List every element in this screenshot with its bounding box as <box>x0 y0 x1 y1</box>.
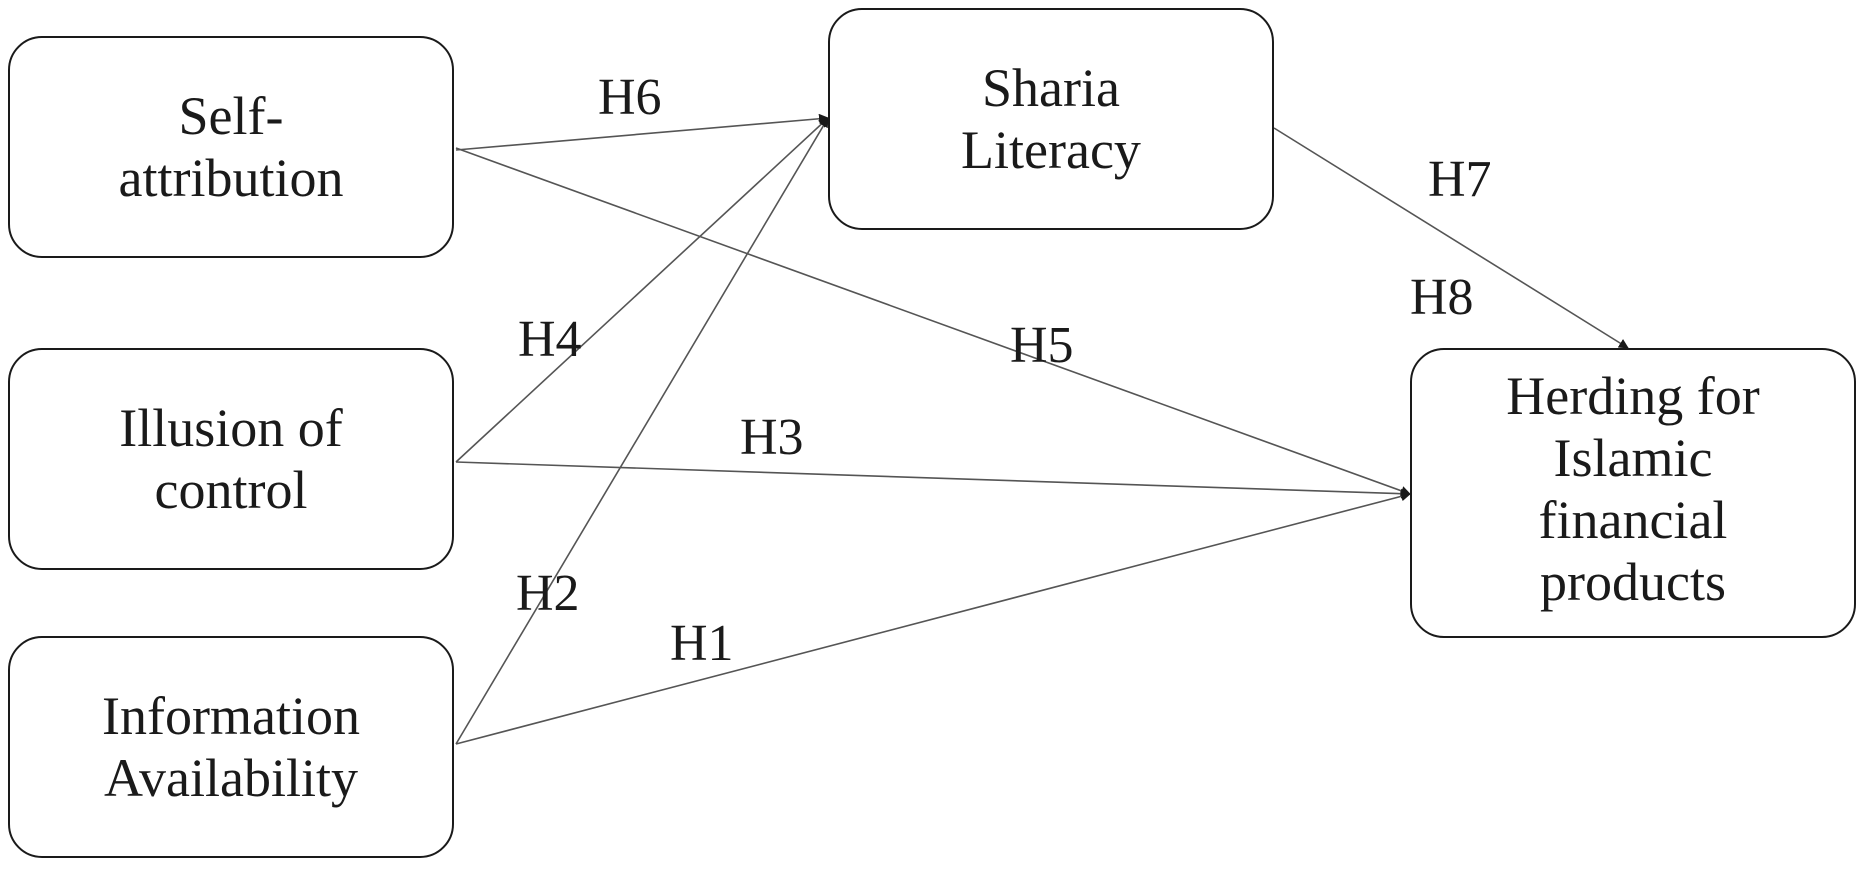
hypothesis-label-h5: H5 <box>1010 317 1074 374</box>
arrow-h7-h8 <box>1273 127 1629 349</box>
construct-label-herding: Herding for Islamic financial products <box>1506 366 1760 612</box>
hypothesis-label-h3: H3 <box>740 409 804 466</box>
arrow-h3 <box>455 461 1411 499</box>
arrow-h5 <box>455 147 1411 496</box>
construct-label-self-attribution: Self- attribution <box>118 86 344 208</box>
hypothesis-label-h7: H7 <box>1428 151 1492 208</box>
construct-illusion-of-control: Illusion of control <box>8 348 454 570</box>
construct-information-availability: Information Availability <box>8 636 454 858</box>
construct-label-sharia-literacy: Sharia Literacy <box>961 58 1141 180</box>
construct-self-attribution: Self- attribution <box>8 36 454 258</box>
construct-label-illusion-of-control: Illusion of control <box>119 398 343 520</box>
hypothesis-label-h1: H1 <box>670 615 734 672</box>
construct-label-information-availability: Information Availability <box>102 686 360 808</box>
hypothesis-label-h2: H2 <box>516 565 580 622</box>
arrow-h2 <box>455 117 829 745</box>
construct-herding: Herding for Islamic financial products <box>1410 348 1856 638</box>
arrow-h4 <box>455 117 829 463</box>
hypothesis-label-h6: H6 <box>598 69 662 126</box>
hypothesis-label-h8: H8 <box>1410 269 1474 326</box>
arrow-h1 <box>455 491 1411 745</box>
hypothesis-label-h4: H4 <box>518 311 582 368</box>
construct-sharia-literacy: Sharia Literacy <box>828 8 1274 230</box>
arrow-h6 <box>455 113 829 151</box>
